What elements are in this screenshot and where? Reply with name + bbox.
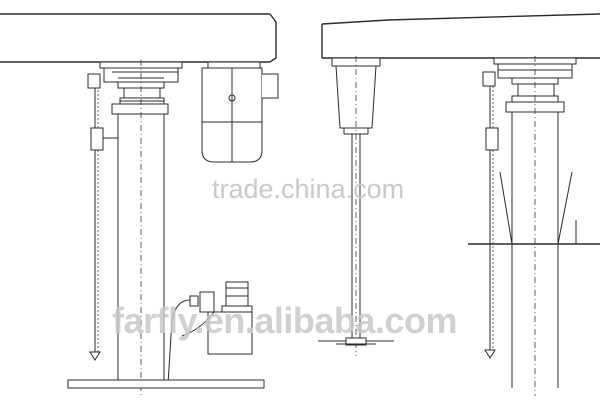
middle-impeller <box>318 337 394 346</box>
left-column <box>117 60 165 396</box>
right-column <box>511 56 559 396</box>
watermark-farfly-alibaba: farfly.en.alibaba.com <box>112 300 457 341</box>
left-top-beam <box>0 13 277 63</box>
middle-gear-housing <box>331 56 381 356</box>
middle-top-beam <box>321 13 600 59</box>
left-guide-rod <box>87 73 118 361</box>
left-hydraulic-unit <box>167 281 253 385</box>
left-elevation-view <box>0 13 279 396</box>
left-motor <box>201 61 279 163</box>
left-base <box>67 379 265 389</box>
right-guide-rod <box>482 71 499 359</box>
watermark-trade-china: trade.china.com <box>212 174 405 204</box>
middle-shaft <box>351 134 361 340</box>
right-platform <box>468 171 600 245</box>
right-elevation-view <box>468 56 600 396</box>
